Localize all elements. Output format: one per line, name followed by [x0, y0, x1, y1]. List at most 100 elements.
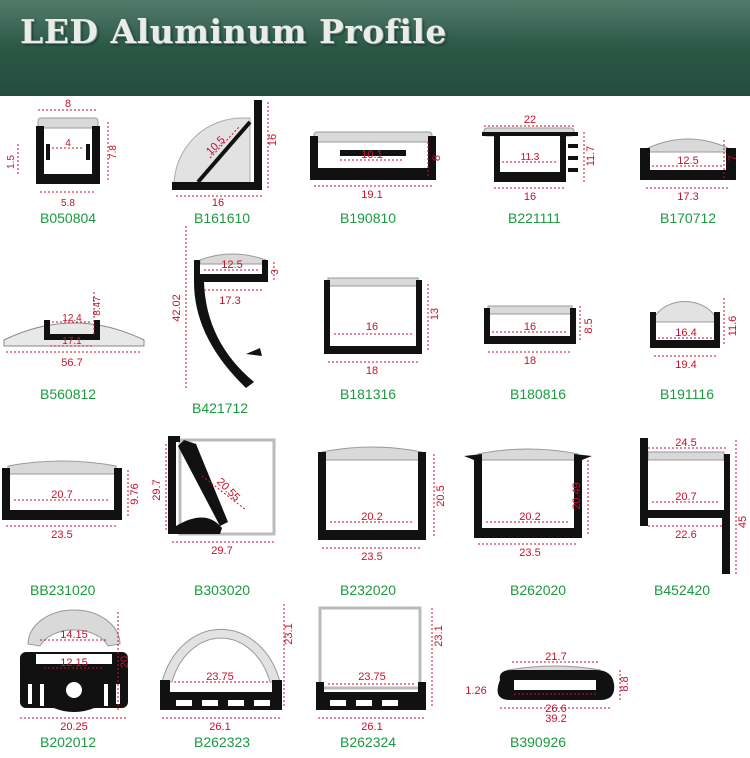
profile-card: 22 11.3 16 11.7 B221111: [450, 96, 600, 231]
profile-code: B180816: [510, 386, 567, 402]
profile-drawing: 16.4 19.4 11.6: [650, 298, 739, 371]
dim-bottom: 5.8: [61, 198, 75, 209]
dim-right: 11.6: [727, 316, 739, 337]
profile-card: 21.7 1.26 26.6 39.2 8.8 B390926: [450, 600, 631, 758]
profile-card: 23.75 26.1 23.1 B262324: [300, 600, 450, 758]
profile-drawing: 16 18 13: [324, 277, 441, 377]
profile-code: B262020: [510, 582, 567, 598]
dim-bottom: 18: [524, 355, 536, 367]
profile-drawing: 14.15 12.15 20.25 20: [20, 609, 131, 733]
dim-mid: 20.2: [519, 511, 540, 523]
dim-right: 23.1: [433, 625, 445, 646]
profile-card: 16.4 19.4 11.6 B191116: [600, 222, 750, 417]
dim-bottom: 16: [212, 197, 224, 209]
dim-inner: 17.1: [62, 336, 82, 347]
profile-code: B262323: [194, 734, 251, 750]
profile-card: 20.7 23.5 9.76 BB231020: [0, 426, 150, 601]
profile-drawing: 12.5 3 17.3 42.02: [171, 226, 281, 388]
profile-card: 20.2 23.5 20.49 B262020: [450, 426, 600, 601]
dim-mid: 11.3: [521, 152, 540, 163]
profile-card: 8 4 5.8 1.5 7.8 B050804: [0, 96, 150, 231]
profile-drawing: 20.2 23.5 20.5: [318, 446, 447, 563]
dim-mid: 16.4: [675, 327, 696, 339]
dim-top: 22: [524, 114, 536, 126]
profile-code: B452420: [654, 582, 711, 598]
profile-code: B303020: [194, 582, 251, 598]
dim-mid: 16: [366, 321, 378, 333]
dim-mid: 4: [65, 138, 71, 149]
dim-bottom: 26.1: [209, 721, 230, 733]
profile-drawing: 22 11.3 16 11.7: [482, 114, 597, 203]
dim-top: 21.7: [545, 651, 566, 663]
profile-code: BB231020: [30, 582, 96, 598]
dim-bottom: 18: [366, 365, 378, 377]
dim-bottom: 17.3: [219, 295, 240, 307]
dim-right: 11.7: [585, 146, 597, 167]
dim-right: 3: [270, 269, 281, 275]
dim-right: 8.47: [92, 296, 103, 316]
banner-shine: [0, 0, 750, 44]
profile-code: B050804: [40, 210, 97, 226]
dim-top: 14.15: [60, 629, 88, 641]
dim-mid: 26.6: [545, 703, 566, 715]
dim-top: 8: [65, 98, 71, 110]
profile-card: 24.5 20.7 22.6 45 B452420: [600, 426, 750, 601]
profile-card: 10.1 19.1 8 B190810: [300, 96, 450, 231]
dim-right: 7: [727, 155, 739, 161]
dim-mid: 20.2: [361, 511, 382, 523]
profile-drawing: 8 4 5.8 1.5 7.8: [6, 98, 119, 209]
dim-bottom: 23.5: [519, 547, 540, 559]
profile-code: B262324: [340, 734, 397, 750]
profile-card: 29.7 20.55 29.7 B303020: [150, 426, 300, 601]
dim-right: 8.8: [619, 676, 631, 691]
dim-bottom: 19.1: [361, 189, 382, 201]
profile-code: B191116: [660, 386, 714, 402]
dim-bottom: 22.6: [675, 529, 696, 541]
profile-drawing: 12.4 8.47 17.1 56.7: [3, 292, 145, 369]
profile-code: B181316: [340, 386, 397, 402]
profile-card: 16 18 13 B181316: [300, 222, 450, 417]
profile-code: B202012: [40, 734, 97, 750]
profile-drawing: 10.1 19.1 8: [310, 131, 443, 201]
dim-right: 13: [429, 308, 441, 320]
dim-mid: 23.75: [206, 671, 234, 683]
profile-code: B421712: [192, 400, 249, 416]
dim-left: 1.5: [6, 155, 17, 169]
dim-bottom: 29.7: [211, 545, 232, 557]
dim-right: 8.5: [583, 318, 595, 333]
profile-drawing: 29.7 20.55 29.7: [151, 436, 276, 557]
profile-code: B390926: [510, 734, 567, 750]
profile-card: 12.5 3 17.3 42.02 B421712: [150, 222, 300, 417]
profile-drawing: 24.5 20.7 22.6 45: [640, 437, 749, 574]
dim-bottom: 39.2: [545, 713, 566, 725]
dim-left: 1.26: [465, 685, 486, 697]
dim-mid: 16: [524, 321, 536, 333]
dim-right: 20.49: [571, 482, 583, 510]
dim-right: 20: [119, 656, 131, 668]
profile-code: B232020: [340, 582, 397, 598]
dim-left: 42.02: [171, 294, 183, 322]
dim-top: 24.5: [675, 437, 696, 449]
dim-right: 8: [431, 155, 443, 161]
dim-right: 9.76: [129, 483, 141, 504]
profile-card: 10.5 16 16 B161610: [150, 96, 300, 231]
profile-card: 14.15 12.15 20.25 20 B202012: [0, 600, 150, 758]
dim-mid: 12.4: [62, 313, 82, 324]
dim-bottom: 19.4: [675, 359, 696, 371]
page-title: LED Aluminum Profile: [20, 12, 447, 51]
profile-card: 20.2 23.5 20.5 B232020: [300, 426, 450, 601]
profile-code: B190810: [340, 210, 397, 226]
dim-bottom: 16: [524, 191, 536, 203]
dim-bottom: 23.5: [361, 551, 382, 563]
profile-drawing: 21.7 1.26 26.6 39.2 8.8: [465, 651, 631, 725]
dim-right: 45: [737, 516, 749, 528]
dim-mid: 12.15: [60, 657, 88, 669]
dim-mid: 10.1: [361, 149, 382, 161]
dim-mid: 23.75: [358, 671, 386, 683]
dim-right: 23.1: [283, 623, 295, 644]
dim-mid: 12.5: [677, 155, 698, 167]
dim-mid: 12.5: [221, 259, 242, 271]
dim-mid: 20.7: [51, 489, 72, 501]
dim-bottom: 56.7: [61, 357, 82, 369]
dim-right: 16: [267, 134, 279, 146]
